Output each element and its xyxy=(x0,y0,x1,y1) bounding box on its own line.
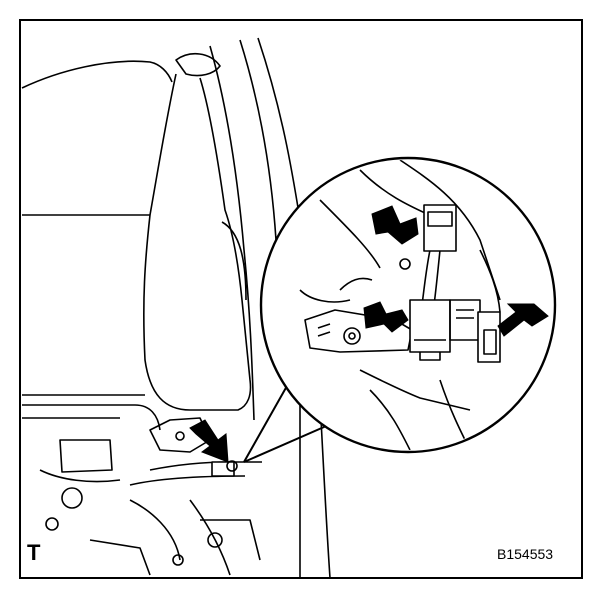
floor-part-2 xyxy=(39,469,121,483)
floor-part-3 xyxy=(129,499,181,561)
detail-upper-connector-face xyxy=(427,211,453,227)
seat-cushion-inner xyxy=(221,221,247,301)
detail-right-harness xyxy=(479,249,501,313)
figure-code: B154553 xyxy=(497,546,554,562)
detail-content xyxy=(299,160,501,450)
side-rail-1 xyxy=(209,45,255,421)
headrest-stay xyxy=(175,53,221,77)
side-rail-2 xyxy=(239,39,277,241)
arrow-icon xyxy=(371,205,419,245)
floor-hole-3 xyxy=(207,532,223,548)
detail-lower-line-5 xyxy=(339,277,373,291)
detail-middle-block-slots xyxy=(456,309,474,319)
detail-hole xyxy=(399,258,411,270)
floor-part-5 xyxy=(200,519,261,561)
seat-top-outline xyxy=(21,60,173,89)
arrow-icon xyxy=(189,419,229,463)
bracket-bolt xyxy=(175,431,185,441)
detail-right-connector-face xyxy=(483,329,497,355)
floor-hole-2 xyxy=(45,517,59,531)
detail-middle-connector xyxy=(409,299,451,353)
floor-part-1 xyxy=(59,439,113,473)
seat-cushion xyxy=(143,73,252,411)
floor-hole-4 xyxy=(172,554,184,566)
side-rail-3 xyxy=(257,37,301,221)
detail-circle xyxy=(259,156,557,454)
detail-bracket-slot xyxy=(317,323,331,337)
floor-part-6 xyxy=(89,539,151,576)
detail-lower-line-1 xyxy=(359,369,471,411)
detail-body-line-3 xyxy=(399,160,501,301)
arrow-icon xyxy=(497,303,549,337)
arrow-icon xyxy=(363,301,409,333)
corner-letter: T xyxy=(27,540,41,565)
seat-scene xyxy=(21,37,331,579)
detail-middle-connector-lock xyxy=(414,339,446,361)
scene-bolt xyxy=(226,460,238,472)
floor-hole-1 xyxy=(61,487,83,509)
detail-body-line-1 xyxy=(319,199,381,269)
detail-lower-line-4 xyxy=(299,289,351,303)
detail-bracket-bolt-inner xyxy=(348,332,356,340)
scene-connector xyxy=(211,461,235,477)
detail-bracket-bolt xyxy=(343,327,361,345)
detail-lower-line-2 xyxy=(369,389,411,450)
